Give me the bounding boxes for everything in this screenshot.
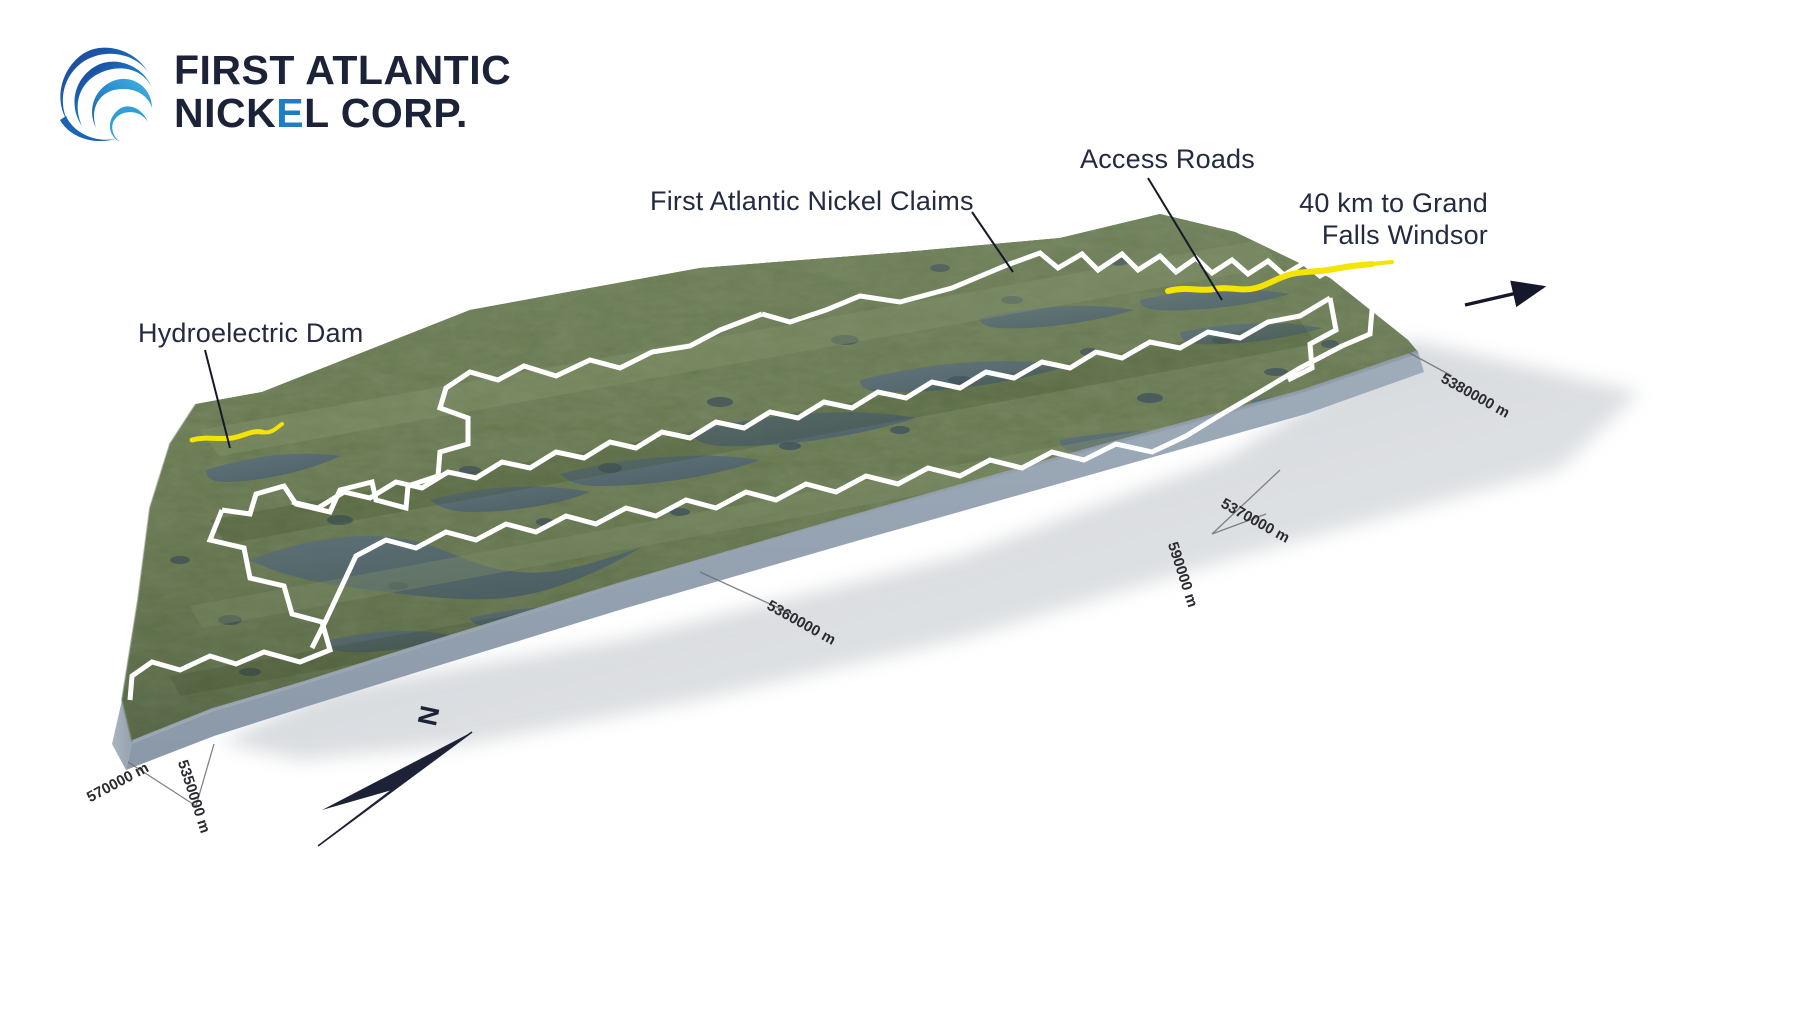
brand-line-2-a: NICK: [174, 89, 277, 136]
water-bodies: [206, 289, 1382, 653]
callout-first-atlantic-nickel-claims: First Atlantic Nickel Claims: [650, 186, 974, 216]
leader-hydroelectric-dam: [204, 349, 231, 449]
callout-distance-to-grand-falls-windsor: 40 km to Grand Falls Windsor: [1299, 188, 1488, 250]
compass-north-label: N: [411, 702, 445, 729]
terrain-relief-shading: [170, 240, 1340, 696]
coord-label-easting-590000: 590000 m: [1163, 539, 1201, 610]
compass-needle-outline: [317, 731, 473, 847]
terrain-texture-fine: [122, 214, 1418, 742]
brand-logo[interactable]: FIRST ATLANTIC NICKEL CORP.: [52, 42, 511, 142]
terrain-aerial-shade: [122, 214, 1418, 742]
coord-label-northing-5370000: 5370000 m: [1217, 495, 1293, 547]
coord-label-northing-5360000: 5360000 m: [763, 597, 839, 649]
brand-wordmark: FIRST ATLANTIC NICKEL CORP.: [174, 47, 512, 136]
arrow-to-grand-falls-windsor: [1464, 280, 1547, 308]
coord-label-northing-5380000: 5380000 m: [1437, 370, 1513, 422]
leader-lines: [204, 177, 1223, 449]
brand-line-2: NICKEL CORP.: [174, 89, 511, 136]
callout-hydroelectric-dam: Hydroelectric Dam: [138, 318, 364, 348]
terrain-top-edge-highlight: [131, 350, 1419, 744]
leader-access-roads: [1147, 177, 1223, 301]
coord-label-northing-5350000: 5350000 m: [173, 757, 214, 836]
graticule-tick-lines: [127, 349, 1453, 807]
terrain-ragged-nw-edge: [120, 403, 197, 743]
terrain-block-left-face: [112, 700, 132, 770]
compass-needle-filled: [322, 732, 472, 810]
leader-claims: [971, 211, 1014, 273]
terrain-block-front-face: [126, 352, 1424, 770]
wave-swirl-logo-icon: [60, 47, 152, 142]
terrain-cast-shadow: [220, 340, 1640, 760]
brand-line-2-b: L CORP.: [304, 89, 468, 136]
access-road-polyline: [189, 260, 1394, 443]
brand-line-1: FIRST ATLANTIC: [174, 47, 512, 94]
brand-accent-letter: E: [276, 89, 305, 136]
callout-access-roads: Access Roads: [1080, 144, 1255, 174]
coord-label-easting-570000: 570000 m: [84, 759, 152, 807]
terrain-top-surface: [122, 214, 1418, 742]
terrain-texture-coarse: [122, 214, 1418, 742]
